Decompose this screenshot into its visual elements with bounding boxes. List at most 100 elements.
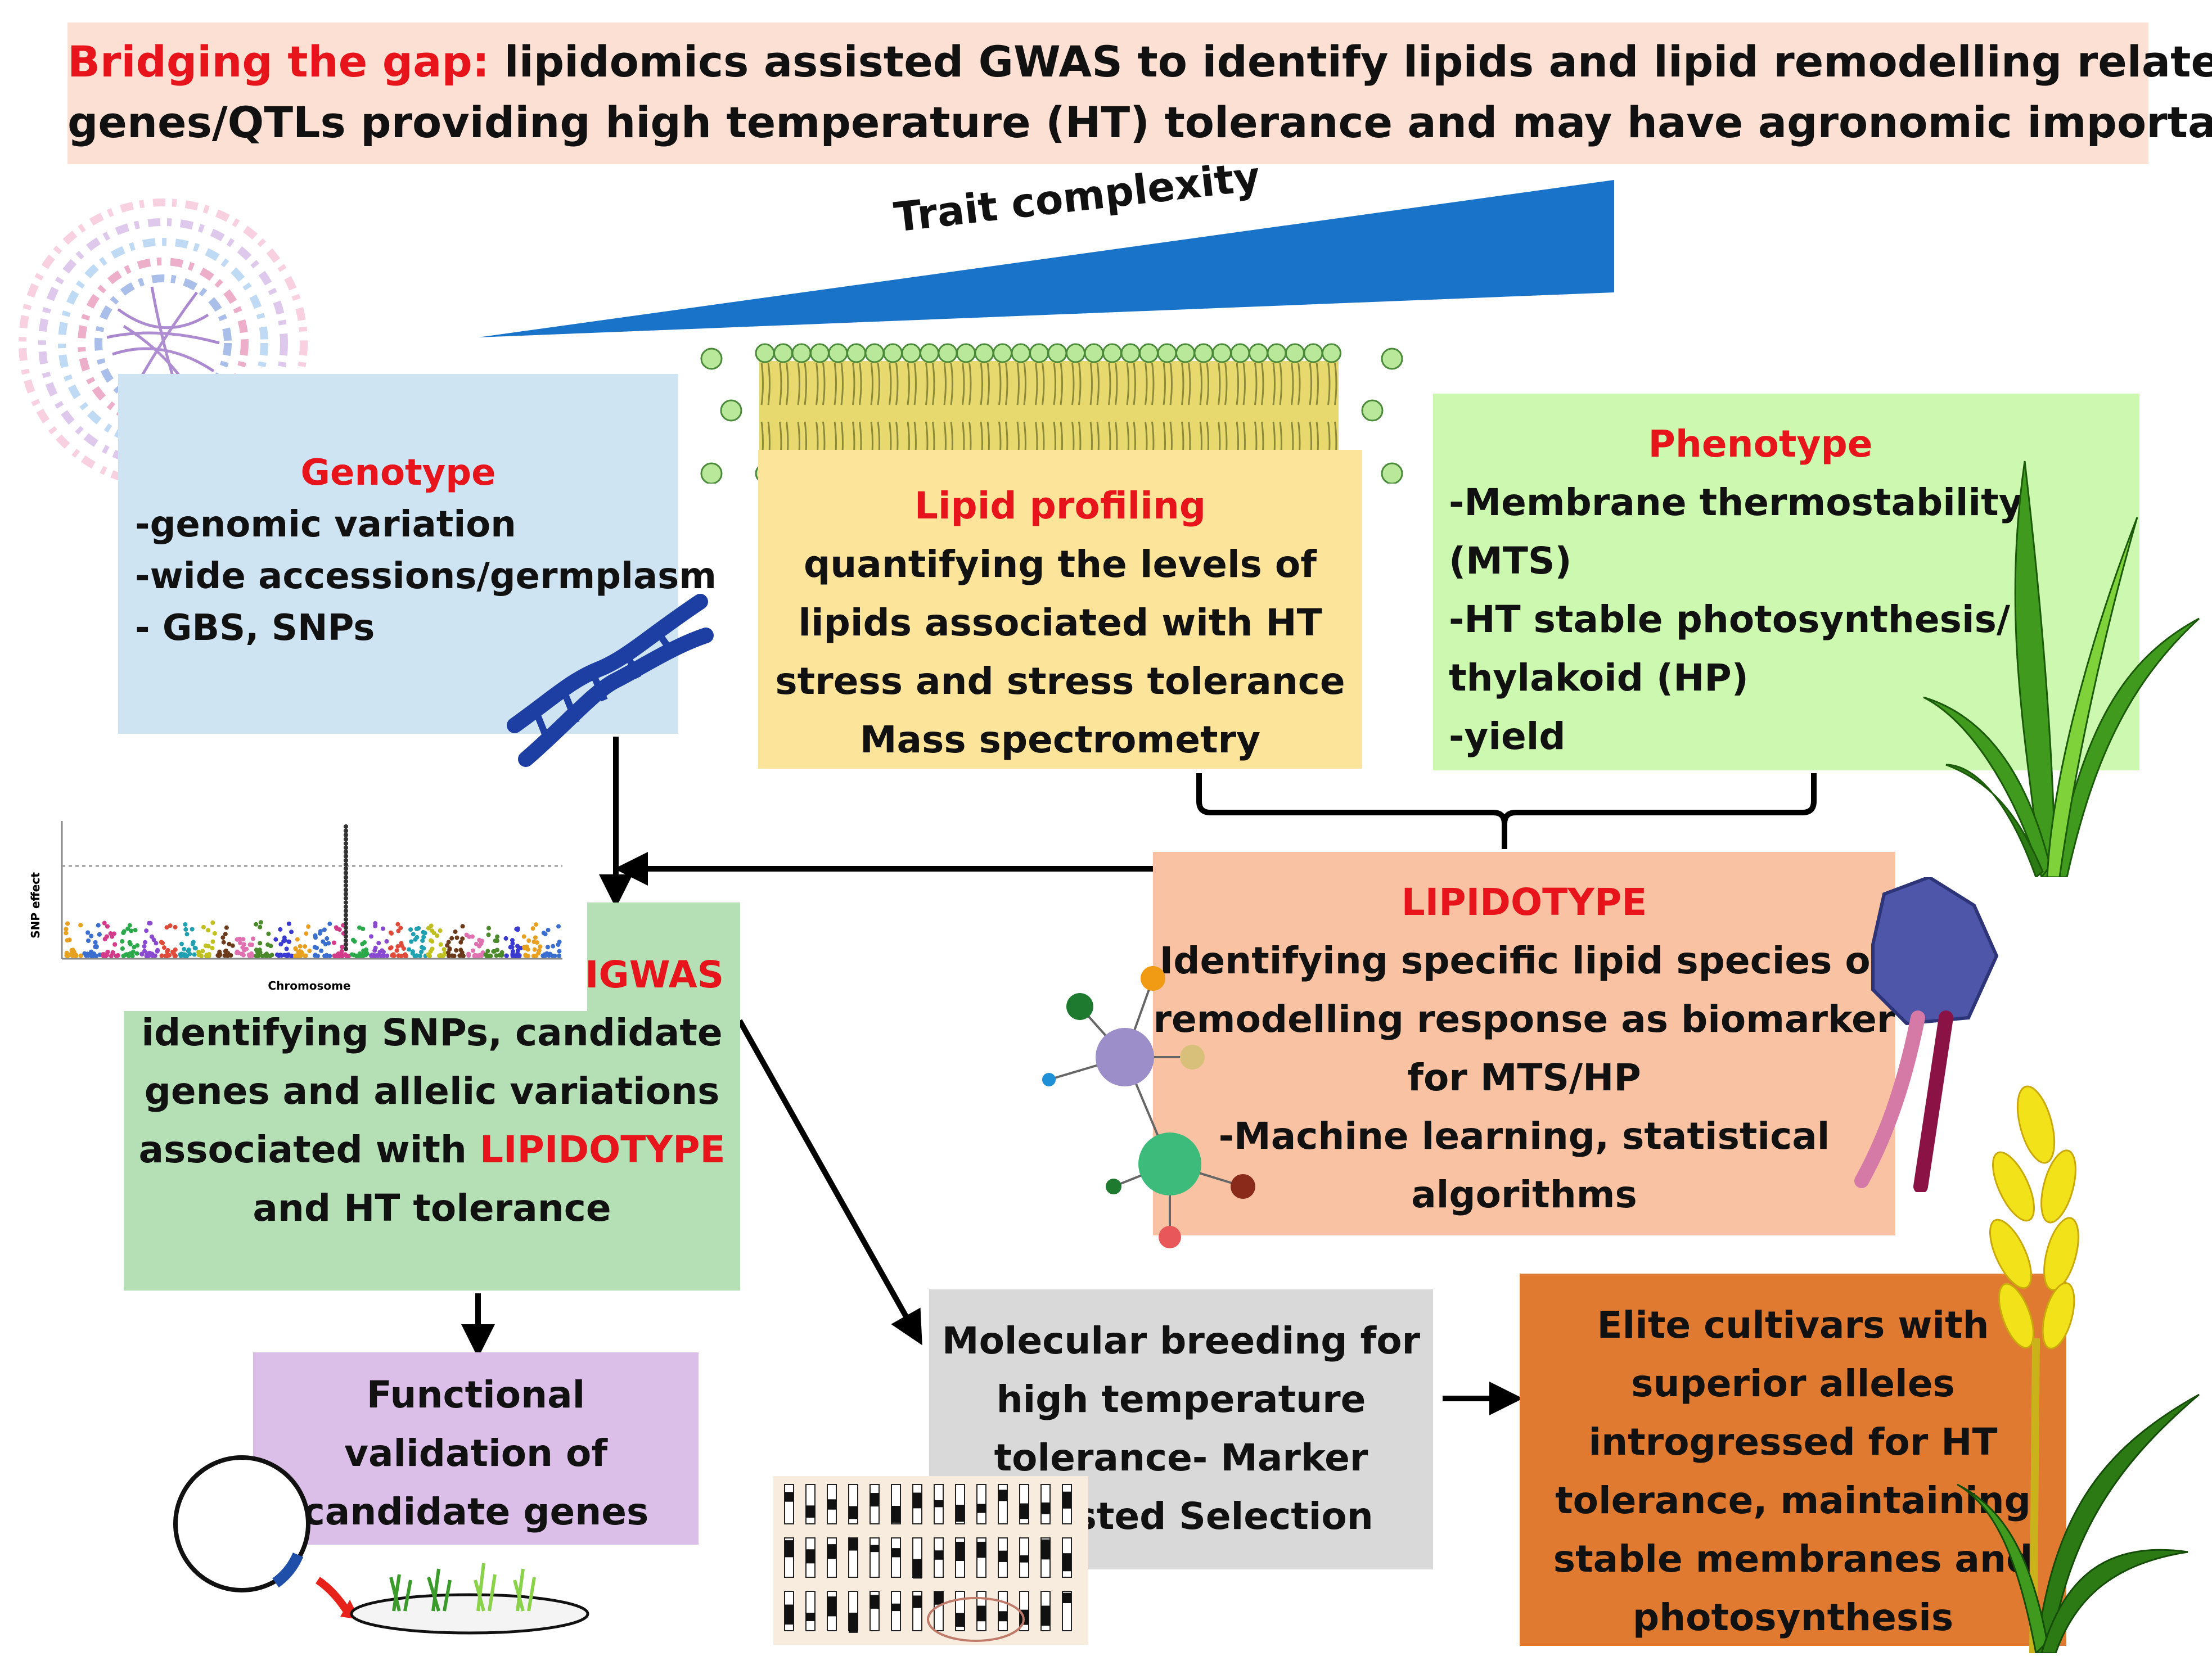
chromosome-segment (998, 1550, 1007, 1562)
lipid-tail (980, 362, 983, 405)
lipid-tail (1169, 362, 1173, 405)
lipid-tail (1053, 362, 1056, 405)
snp-point (296, 950, 301, 955)
snp-peak-point (344, 870, 348, 876)
snp-point (139, 951, 145, 956)
chromosome-segment (1062, 1491, 1071, 1509)
snp-point (206, 928, 211, 933)
snp-point (401, 946, 406, 951)
chromosome-segment (956, 1541, 965, 1562)
snp-point (480, 938, 485, 944)
lipid-tail (1089, 362, 1093, 405)
lipid-tail (859, 362, 862, 405)
snp-point (403, 954, 408, 958)
plasmid-petri-dish-icon (173, 1455, 589, 1635)
snp-point (114, 953, 119, 958)
snp-point (319, 948, 324, 953)
snp-point (69, 948, 74, 953)
igwas-lipidotype-highlight: LIPIDOTYPE (479, 1128, 726, 1171)
lipid-tail (804, 362, 807, 405)
chromosome (998, 1591, 1008, 1631)
snp-point (112, 942, 118, 947)
functional-validation-line: validation of (344, 1432, 608, 1475)
snp-point (420, 945, 425, 950)
snp-point (331, 940, 336, 945)
snp-point (71, 952, 76, 957)
snp-point (460, 924, 465, 929)
snp-point (78, 923, 83, 928)
snp-point (541, 931, 546, 936)
snp-point (221, 940, 226, 945)
lipid-tail (1108, 362, 1111, 405)
snp-point (494, 953, 499, 958)
snp-peak-point (344, 858, 348, 863)
elite-cultivars-line: tolerance, maintaining (1555, 1479, 2031, 1522)
chromosome-segment (849, 1538, 858, 1551)
snp-point (458, 940, 463, 945)
snp-point (417, 953, 422, 958)
snp-point (293, 946, 298, 951)
manhattan-plot-overlay: SNP effect Chromosome (29, 821, 562, 992)
chromosome-segment (827, 1596, 836, 1617)
snp-peak-point (344, 850, 348, 854)
lipid-tail (1242, 362, 1246, 405)
snp-point (536, 951, 541, 956)
snp-point (510, 938, 515, 943)
snp-point (362, 940, 367, 945)
lipid-tail (1181, 362, 1184, 405)
snp-peak-point (344, 913, 348, 918)
lipidotype-line: -Machine learning, statistical (1218, 1114, 1830, 1158)
snp-point (399, 953, 404, 958)
snp-point (179, 941, 184, 946)
snp-point (458, 947, 463, 953)
molecular-breeding-line: high temperature (996, 1378, 1366, 1421)
snp-point (486, 932, 491, 937)
functional-validation-box: Functional validation of candidate genes (253, 1352, 699, 1545)
snp-point (97, 932, 102, 937)
chromosome-segment (870, 1545, 879, 1553)
snp-point (313, 953, 318, 958)
snp-peak-point (344, 934, 348, 938)
lipid-tail (1218, 362, 1221, 405)
manhattan-xlabel-text: Chromosome (268, 979, 350, 992)
snp-peak-point (344, 929, 348, 935)
snp-point (421, 929, 426, 935)
lipid-tail (1291, 362, 1294, 405)
manhattan-ylabel-text: SNP effect (29, 872, 42, 938)
snp-point (241, 937, 246, 942)
lipid-tail (968, 362, 972, 405)
snp-point (130, 949, 136, 954)
snp-point (105, 924, 110, 929)
lipid-head (700, 462, 723, 484)
igwas-heading: IGWAS (585, 953, 724, 996)
chromosome-segment (785, 1492, 794, 1502)
snp-point (466, 951, 471, 956)
chromosome-segment (806, 1549, 815, 1564)
chromosome-segment (849, 1612, 858, 1633)
phenotype-line: thylakoid (HP) (1449, 656, 1749, 700)
lipid-tail (779, 362, 782, 405)
snp-point (515, 927, 520, 932)
snp-point (495, 947, 500, 953)
wheat-ear-icon (1957, 1085, 2200, 1653)
lipid-profiling-line: stress and stress tolerance (775, 660, 1345, 703)
lipid-tail (895, 362, 899, 405)
snp-point (504, 953, 509, 958)
snp-point (394, 948, 399, 953)
chromosome-segment (827, 1499, 836, 1510)
lipid-profiling-box: Lipid profiling quantifying the levels o… (758, 450, 1362, 769)
snp-point (125, 926, 130, 931)
lipid-tail (932, 362, 935, 405)
snp-point (268, 944, 273, 949)
snp-point (190, 927, 195, 932)
snp-point (238, 940, 243, 945)
elite-cultivars-line: Elite cultivars with (1597, 1303, 1989, 1347)
lipid-tail (767, 362, 771, 405)
snp-point (461, 953, 466, 958)
lipid-tail (1316, 362, 1319, 405)
snp-point (307, 949, 312, 954)
igwas-line-3: associated with LIPIDOTYPE (124, 1121, 740, 1179)
lipid-tail (1309, 362, 1312, 405)
lipid-head (1361, 399, 1384, 422)
snp-point (278, 953, 283, 958)
